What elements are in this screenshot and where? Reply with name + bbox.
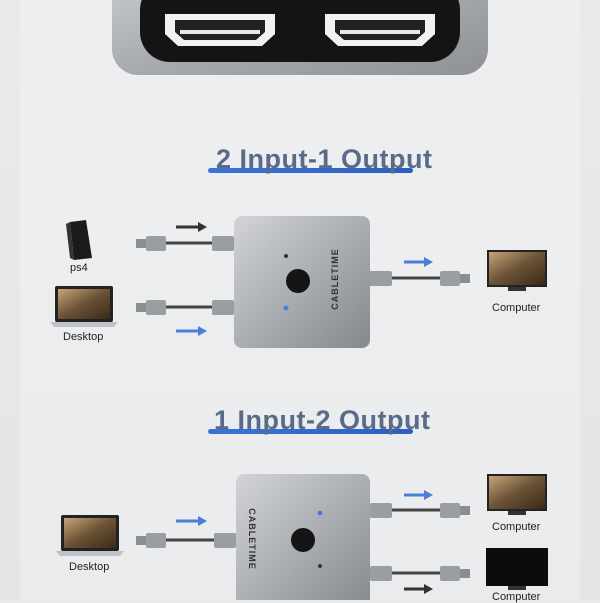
arrow-right-icon (176, 516, 207, 526)
section-title: 2 Input-1 Output (216, 144, 433, 174)
output-cable (370, 566, 470, 581)
monitor-icon (487, 474, 547, 515)
input-cable (136, 236, 234, 251)
title-accent-bar (208, 168, 413, 173)
brand-logo-text: CABLETIME (329, 248, 340, 310)
switch-button (291, 528, 315, 552)
title-accent-bar (208, 429, 413, 434)
arrow-right-icon (176, 326, 207, 336)
hdmi-port-icon (165, 14, 275, 46)
monitor-icon (487, 250, 547, 291)
device-label-computer: Computer (492, 521, 541, 533)
monitor-icon (486, 548, 548, 590)
hdmi-port-icon (325, 14, 435, 46)
brand-logo-text: CABLETIME (246, 508, 257, 570)
device-label-computer: Computer (492, 591, 541, 603)
arrow-right-icon (404, 584, 433, 594)
arrow-right-icon (404, 257, 433, 267)
device-label-ps4: ps4 (70, 262, 88, 274)
output-cable (370, 503, 470, 518)
ps4-console-icon (66, 220, 92, 260)
device-label-desktop: Desktop (69, 561, 110, 573)
input-cable (136, 533, 236, 548)
section-title: 1 Input-2 Output (214, 405, 431, 435)
laptop-icon (56, 515, 124, 556)
top-switch-device (112, 0, 488, 75)
switch-box (236, 474, 370, 600)
device-label-desktop: Desktop (63, 331, 104, 343)
arrow-right-icon (176, 222, 207, 232)
arrow-right-icon (404, 490, 433, 500)
switch-button (286, 269, 310, 293)
switch-box (234, 216, 370, 348)
output-cable (368, 271, 470, 286)
device-label-computer: Computer (492, 302, 541, 314)
input-cable (136, 300, 234, 315)
laptop-icon (50, 286, 118, 327)
